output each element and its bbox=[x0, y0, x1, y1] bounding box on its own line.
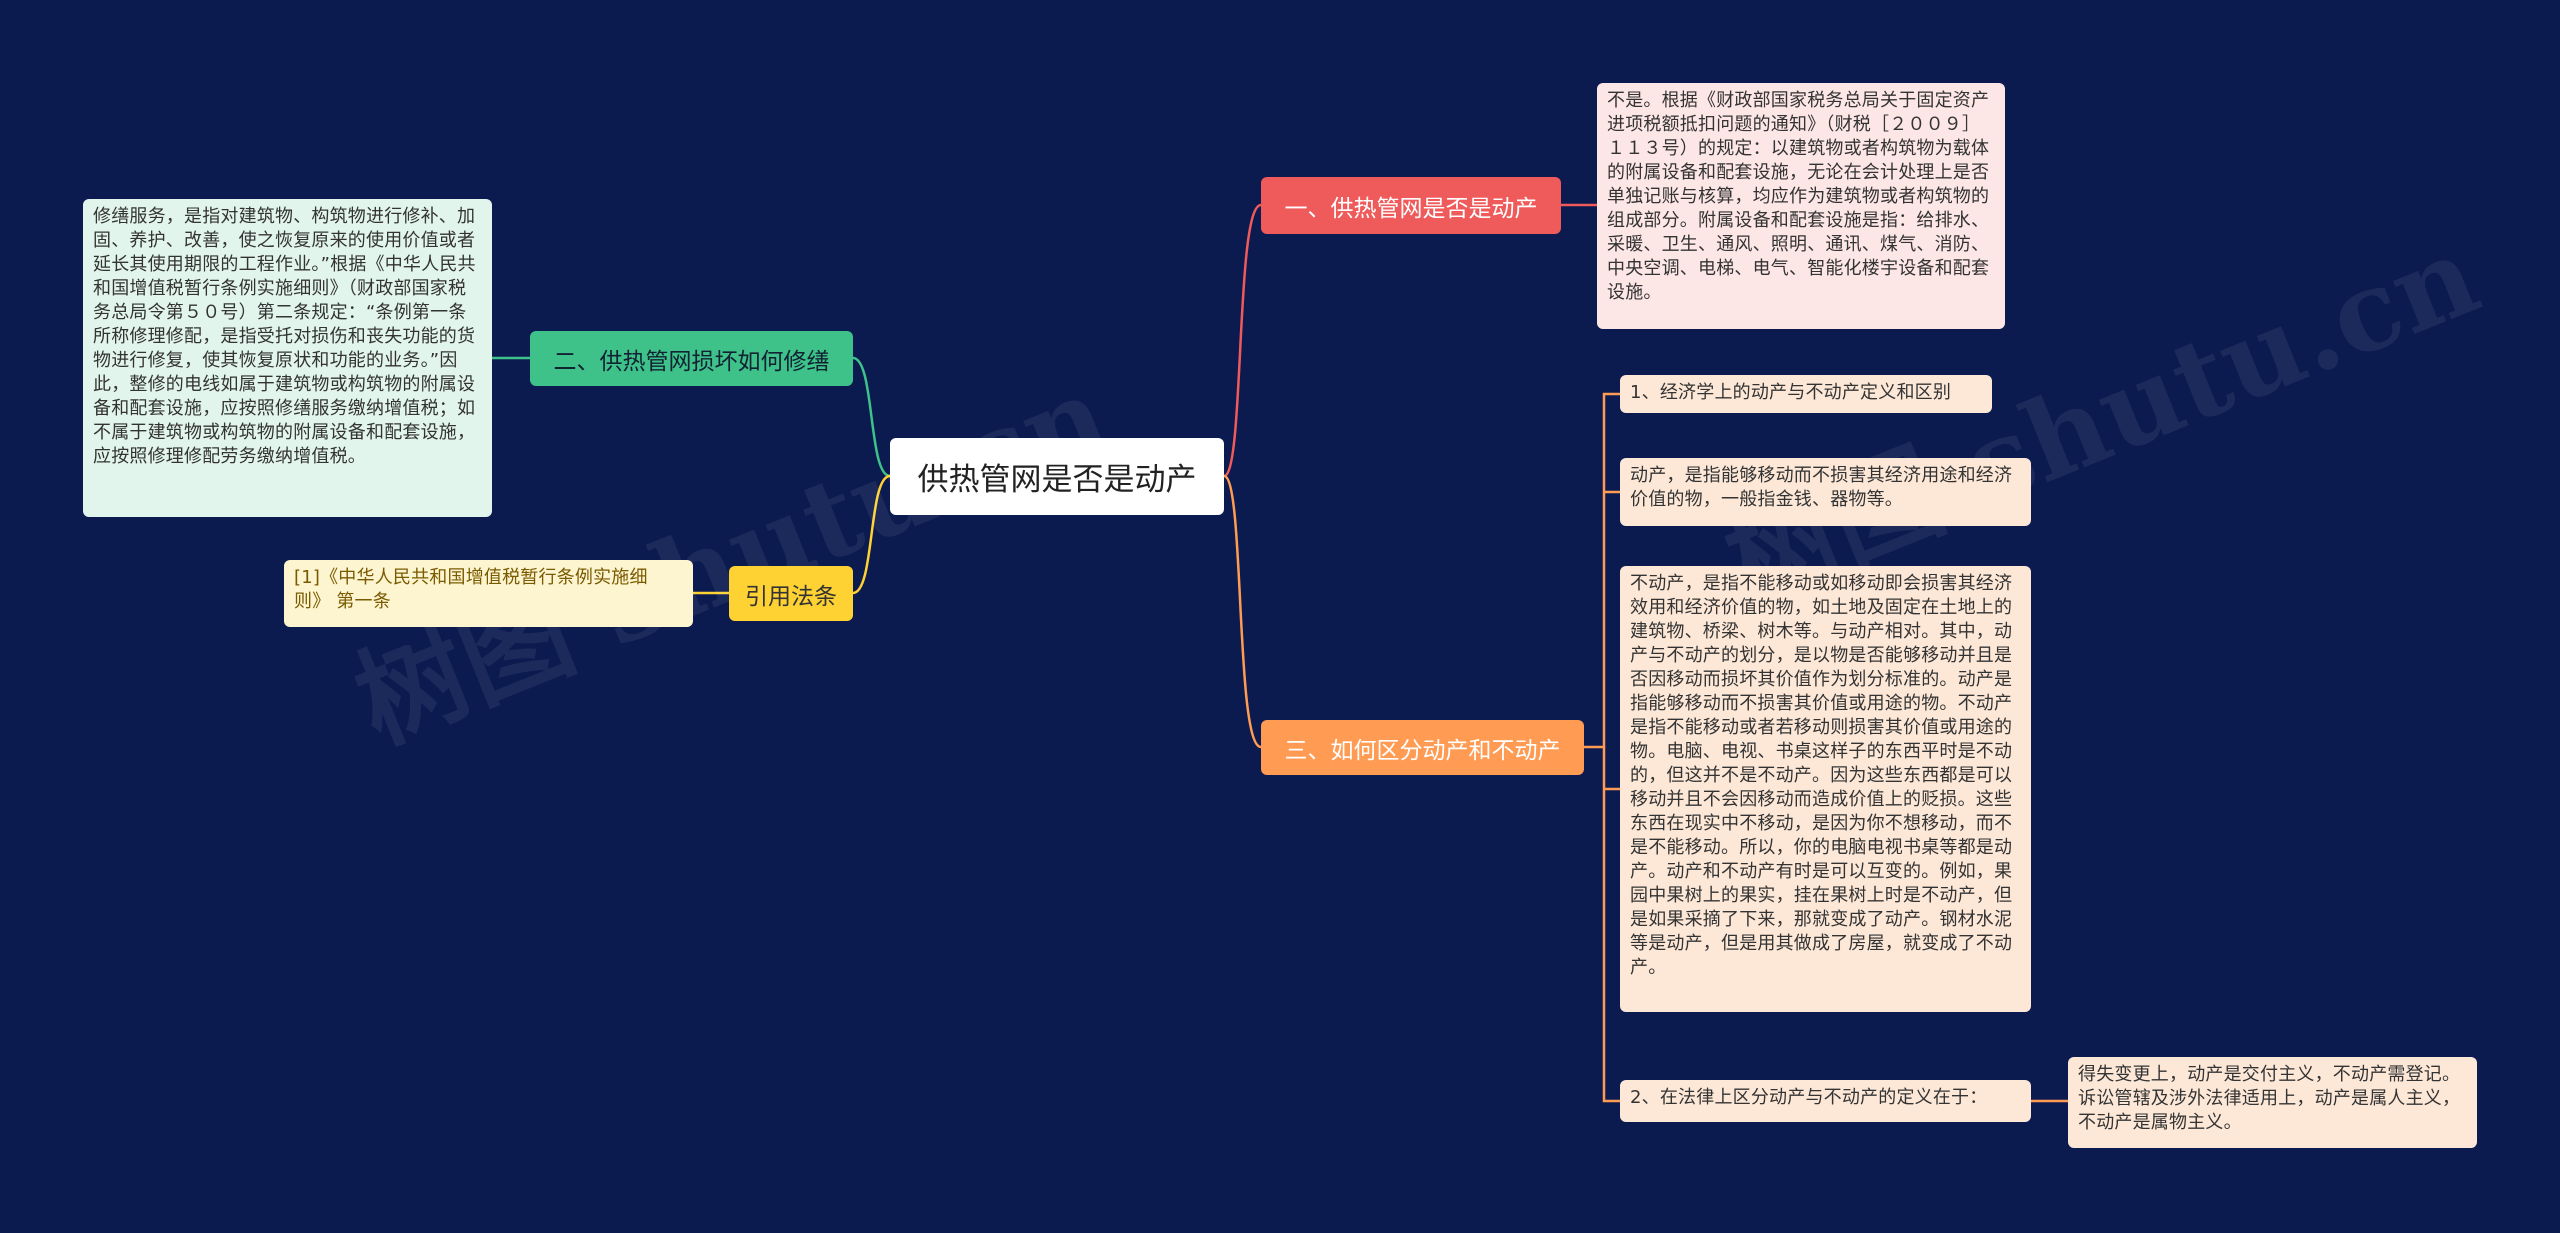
leaf-repair-detail[interactable]: 修缮服务，是指对建筑物、构筑物进行修补、加固、养护、改善，使之恢复原来的使用价值… bbox=[83, 199, 492, 517]
branch-is-movable[interactable]: 一、供热管网是否是动产 bbox=[1261, 177, 1561, 234]
root-topic[interactable]: 供热管网是否是动产 bbox=[890, 438, 1224, 515]
leaf-answer[interactable]: 不是。根据《财政部国家税务总局关于固定资产进项税额抵扣问题的通知》（财税［２００… bbox=[1597, 83, 2005, 329]
link-root-b1 bbox=[1223, 203, 1262, 478]
leaf-immovable-definition[interactable]: 不动产，是指不能移动或如移动即会损害其经济效用和经济价值的物，如土地及固定在土地… bbox=[1620, 566, 2031, 1012]
branch-repair[interactable]: 二、供热管网损坏如何修缮 bbox=[530, 331, 853, 386]
leaf-movable-definition[interactable]: 动产，是指能够移动而不损害其经济用途和经济价值的物，一般指金钱、器物等。 bbox=[1620, 458, 2031, 526]
link-root-b4 bbox=[852, 474, 891, 595]
link-root-b3 bbox=[1223, 474, 1262, 749]
leaf-legal-distinction[interactable]: 2、在法律上区分动产与不动产的定义在于： bbox=[1620, 1080, 2031, 1122]
link-root-b2 bbox=[852, 356, 891, 478]
branch-citations[interactable]: 引用法条 bbox=[729, 566, 853, 621]
link-b3-trunk bbox=[1584, 392, 1620, 749]
leaf-legal-detail[interactable]: 得失变更上，动产是交付主义，不动产需登记。诉讼管辖及涉外法律适用上，动产是属人主… bbox=[2068, 1057, 2477, 1148]
branch-distinguish[interactable]: 三、如何区分动产和不动产 bbox=[1261, 720, 1584, 775]
link-b3-o4 bbox=[1602, 747, 1620, 1103]
leaf-economic-definition[interactable]: 1、经济学上的动产与不动产定义和区别 bbox=[1620, 375, 1992, 413]
leaf-citation[interactable]: [1]《中华人民共和国增值税暂行条例实施细则》 第一条 bbox=[284, 560, 693, 627]
